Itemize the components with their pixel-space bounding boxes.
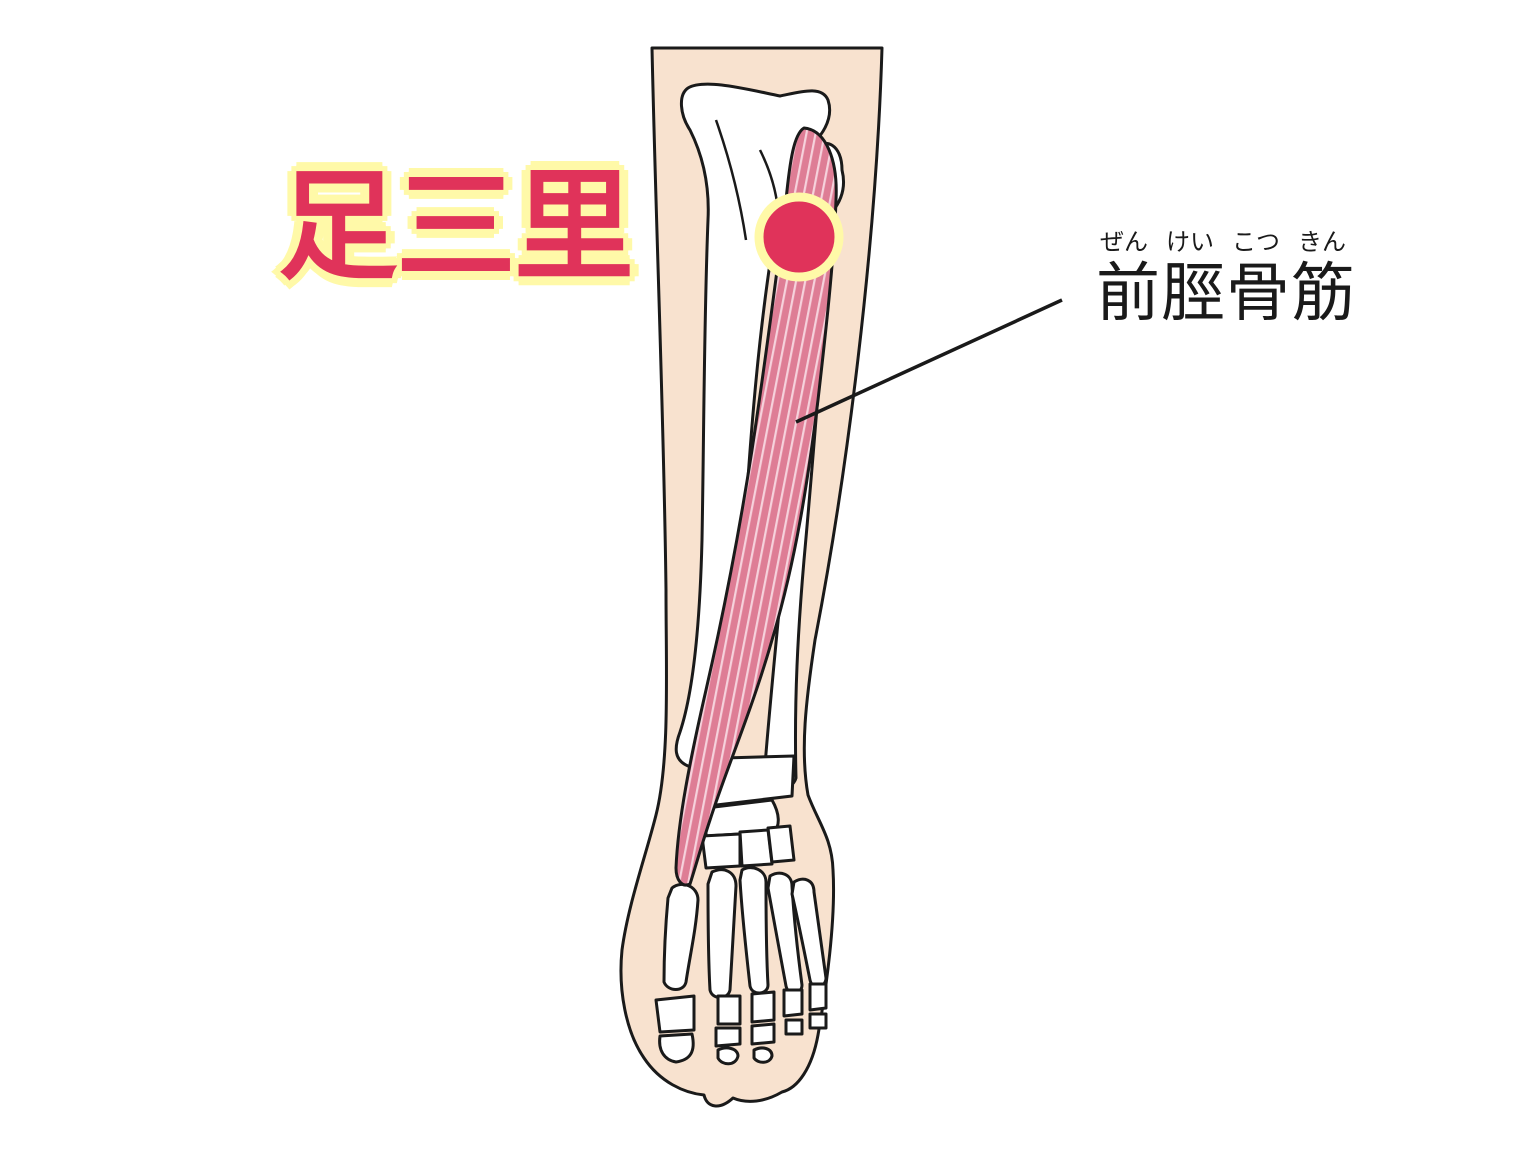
leader-line [795,298,1063,424]
tibialis-anterior-muscle [674,126,838,887]
furigana-kin: きん [1298,228,1346,256]
acupoint-label: 足三里 [278,158,634,297]
furigana-kotsu: こつ [1232,228,1280,256]
furigana-kei: けい [1166,228,1214,256]
muscle-label: 前脛骨筋 [1096,257,1356,331]
tibia-ridge-line [714,119,748,241]
zusanli-acupoint-marker [754,192,844,282]
furigana-zen: ぜん [1100,228,1148,256]
tarsal-bones [700,754,796,870]
toe-phalanges [654,982,828,1066]
metatarsal-bones [662,866,828,999]
